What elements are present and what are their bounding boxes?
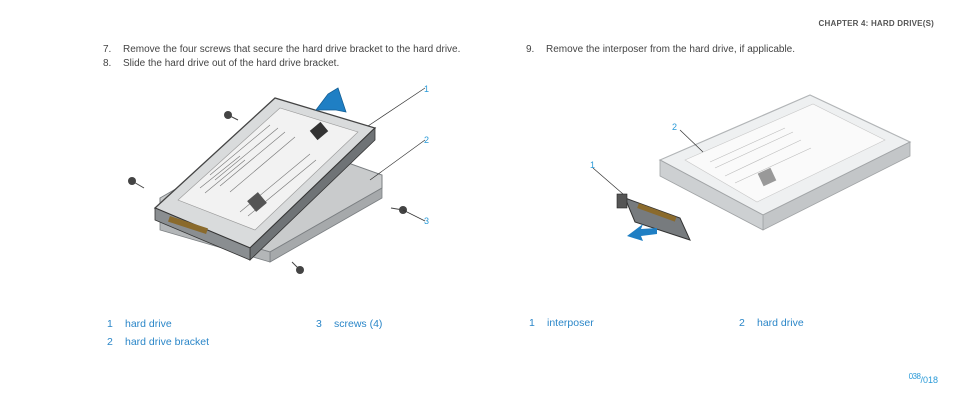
drive-label <box>177 107 359 231</box>
remove-arrow-icon <box>627 224 657 241</box>
legend-label: screws (4) <box>334 318 383 330</box>
page-total: /018 <box>920 375 938 385</box>
legend-item: 1 interposer <box>529 317 594 329</box>
step-number: 7. <box>103 44 112 55</box>
legend-label: hard drive bracket <box>125 336 210 348</box>
drive-label <box>684 103 886 203</box>
step-9: 9. Remove the interposer from the hard dr… <box>526 44 795 55</box>
legend-item: 2 hard drive <box>739 317 804 329</box>
page-current: 038 <box>908 372 921 381</box>
legend-label: interposer <box>547 317 594 329</box>
legend-number: 1 <box>107 318 113 330</box>
step-number: 9. <box>526 44 535 55</box>
slide-out-arrow-icon <box>315 87 347 113</box>
logo-mark <box>309 121 329 141</box>
chapter-header: CHAPTER 4: HARD DRIVE(S) <box>818 19 934 28</box>
callout-2: 2 <box>672 122 678 132</box>
callout-3: 3 <box>424 216 430 226</box>
interposer-illustration <box>592 94 912 241</box>
drive-connector <box>168 215 208 235</box>
page-number: 038/018 <box>909 372 938 385</box>
screw-icons <box>128 111 407 274</box>
qr-code <box>247 192 267 212</box>
interposer-tab <box>616 193 628 209</box>
step-text: Remove the interposer from the hard driv… <box>546 44 796 55</box>
legend-item: 3 screws (4) <box>316 318 382 330</box>
legend-number: 3 <box>316 318 322 330</box>
callout-1: 1 <box>424 84 430 94</box>
legend-number: 2 <box>107 336 113 348</box>
step-text: Slide the hard drive out of the hard dri… <box>123 58 340 69</box>
legend-number: 2 <box>739 317 745 329</box>
step-8: 8. Slide the hard drive out of the hard d… <box>103 58 339 69</box>
step-number: 8. <box>103 58 112 69</box>
legend-item: 2 hard drive bracket <box>107 336 209 348</box>
interposer-pins <box>637 203 677 222</box>
step-7: 7. Remove the four screws that secure the… <box>103 44 460 55</box>
legend-item: 1 hard drive <box>107 318 172 330</box>
callout-2: 2 <box>424 135 430 145</box>
drive-front <box>659 159 764 231</box>
legend-number: 1 <box>529 317 535 329</box>
legend-label: hard drive <box>757 317 804 329</box>
hard-drive-bracket-illustration <box>128 87 426 274</box>
qr-code <box>757 167 777 187</box>
callout-1: 1 <box>590 160 596 170</box>
step-text: Remove the four screws that secure the h… <box>123 44 461 55</box>
legend-label: hard drive <box>125 318 172 330</box>
